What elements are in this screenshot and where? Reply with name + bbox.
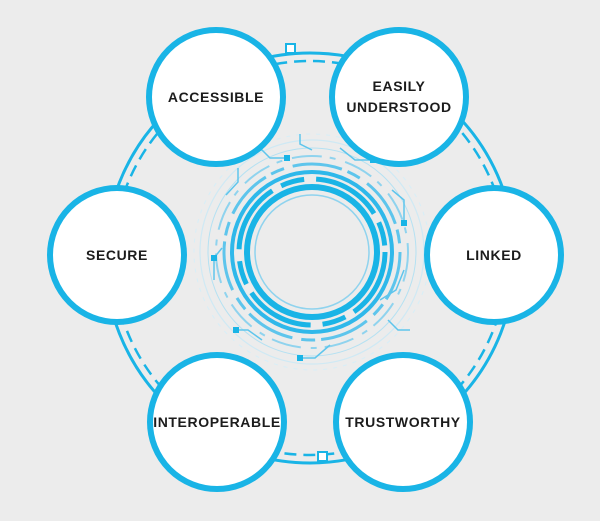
node-label-trustworthy: TRUSTWORTHY: [345, 413, 461, 430]
node-label-secure: SECURE: [86, 246, 148, 263]
connector-squares: [285, 43, 328, 462]
node-accessible: ACCESSIBLE: [146, 27, 286, 167]
node-label-easily-understood: EASILY UNDERSTOOD: [346, 78, 452, 115]
circular-tech-ring-graphic: [193, 133, 431, 371]
node-linked: LINKED: [424, 185, 564, 325]
node-easily-understood: EASILY UNDERSTOOD: [329, 27, 469, 167]
node-label-accessible: ACCESSIBLE: [167, 88, 265, 105]
node-label-linked: LINKED: [466, 246, 522, 263]
node-interoperable: INTEROPERABLE: [147, 352, 287, 492]
node-secure: SECURE: [47, 185, 187, 325]
node-label-interoperable: INTEROPERABLE: [153, 413, 281, 430]
node-trustworthy: TRUSTWORTHY: [333, 352, 473, 492]
